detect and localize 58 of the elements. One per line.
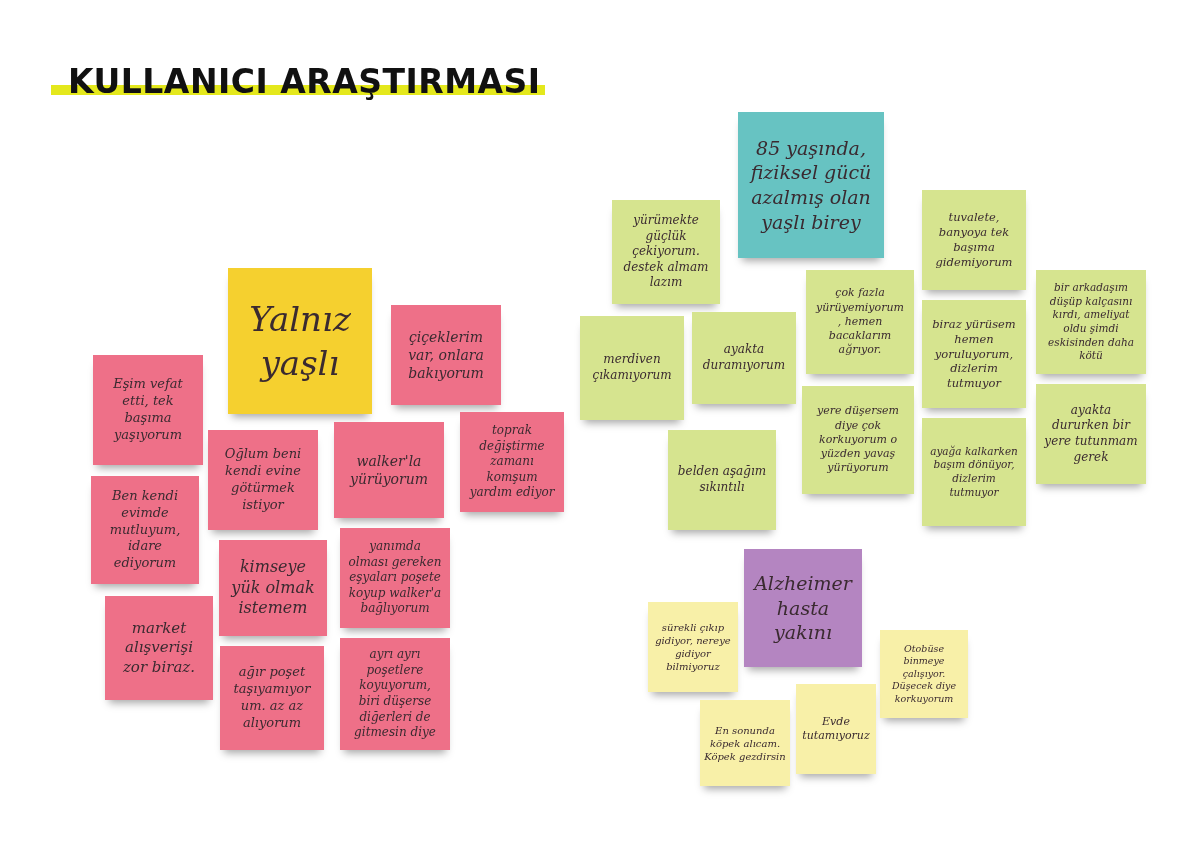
sticky-note	[334, 422, 444, 518]
note-text: ayrı ayrı poşetlere koyuyorum, biri düşerse diğerleri de gitmesin diye	[353, 647, 437, 741]
note-text: Alzheimer hasta yakını	[752, 570, 854, 646]
note-text: ağır poşet taşıyamıyor um. az az alıyorum	[232, 664, 312, 732]
note-text: Eşim vefat etti, tek başıma yaşıyorum	[112, 376, 184, 444]
sticky-note	[105, 596, 213, 700]
note-text: biraz yürüsem hemen yoruluyorum, dizlerim tutmuyor	[931, 316, 1017, 392]
note-text: çok fazla yürüyemiyorum , hemen bacaklarım ağrıyor.	[814, 286, 905, 358]
note-text: Evde tutamıyoruz	[801, 714, 871, 744]
note-text: Oğlum beni kendi evine götürmek istiyor	[223, 446, 303, 514]
note-text: ayağa kalkarken başım dönüyor, dizlerim tutmuyor	[930, 444, 1018, 500]
note-text: ayakta duramıyorum	[701, 342, 787, 374]
note-text: market alışverişi zor biraz.	[121, 618, 197, 678]
sticky-note	[692, 312, 796, 404]
sticky-note	[340, 528, 450, 628]
sticky-note	[1036, 270, 1146, 374]
sticky-note	[738, 112, 884, 258]
note-text: walker'la yürüyorum	[348, 451, 429, 489]
sticky-note	[802, 386, 914, 494]
note-text: Yalnız yaşlı	[248, 297, 352, 385]
note-text: yere düşersem diye çok korkuyorum o yüzden yavaş yürüyorum	[815, 404, 901, 476]
sticky-note	[806, 270, 914, 374]
note-text: 85 yaşında, fiziksel gücü azalmış olan yaşlı birey	[748, 135, 873, 235]
note-text: Otobüse binmeye çalışıyor. Düşecek diye korkuyorum	[890, 643, 958, 705]
sticky-note	[744, 549, 862, 667]
note-text: yürümekte güçlük çekiyorum. destek almam lazım	[622, 213, 710, 291]
note-text: bir arkadaşım düşüp kalçasını kırdı, ameliyat oldu şimdi eskisinden daha kötü	[1047, 281, 1135, 363]
sticky-note	[880, 630, 968, 718]
sticky-note	[922, 418, 1026, 526]
sticky-note	[1036, 384, 1146, 484]
sticky-note	[922, 300, 1026, 408]
sticky-note	[219, 540, 327, 636]
sticky-note	[668, 430, 776, 530]
sticky-note	[391, 305, 501, 405]
sticky-note	[922, 190, 1026, 290]
sticky-note	[648, 602, 738, 692]
note-text: belden aşağım sıkıntılı	[676, 464, 768, 496]
sticky-note	[580, 316, 684, 420]
note-text: çiçeklerim var, onlara bakıyorum	[407, 327, 485, 383]
note-text: ayakta dururken bir yere tutunmam gerek	[1044, 402, 1138, 466]
sticky-note	[220, 646, 324, 750]
sticky-note	[228, 268, 372, 414]
sticky-note	[796, 684, 876, 774]
sticky-note	[700, 700, 790, 786]
note-text: En sonunda köpek alıcam. Köpek gezdirsin	[704, 723, 786, 763]
sticky-note	[460, 412, 564, 512]
note-text: yanımda olması gereken eşyaları poşete koyup walker'a bağlıyorum	[348, 539, 442, 617]
note-text: tuvalete, banyoya tek başıma gidemiyorum	[934, 210, 1014, 270]
sticky-note	[91, 476, 199, 584]
note-text: merdiven çıkamıyorum	[591, 352, 673, 384]
sticky-note	[340, 638, 450, 750]
note-text: kimseye yük olmak istemem	[229, 556, 316, 620]
sticky-note	[208, 430, 318, 530]
note-text: Ben kendi evimde mutluyum, idare ediyorum	[108, 487, 182, 573]
note-text: sürekli çıkıp gidiyor, nereye gidiyor bilmiyoruz	[654, 621, 732, 673]
sticky-note	[612, 200, 720, 304]
sticky-note	[93, 355, 203, 465]
note-text: toprak değiştirme zamanı komşum yardım ediyor	[468, 423, 556, 501]
